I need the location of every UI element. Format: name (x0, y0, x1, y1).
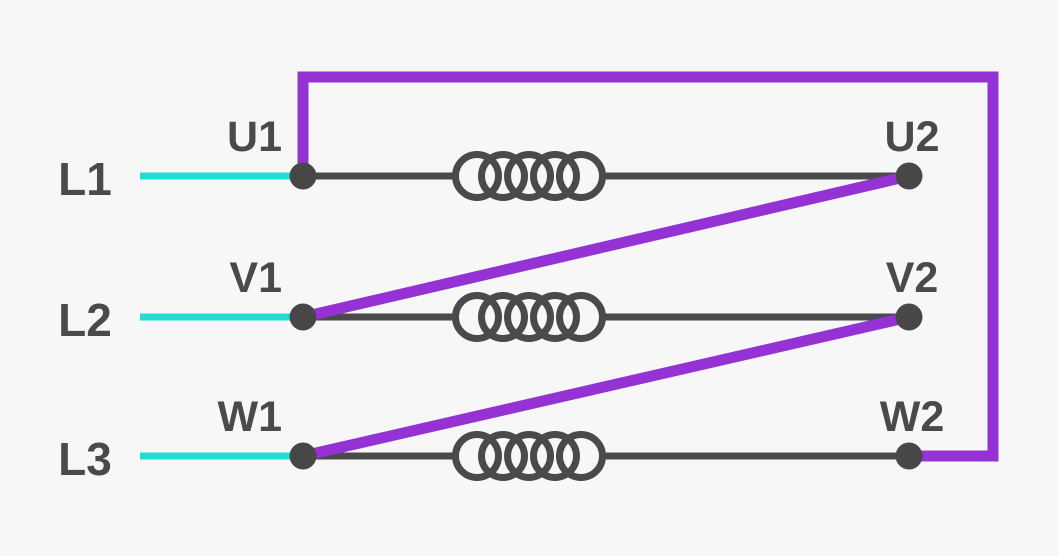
coil-turn-icon (530, 292, 580, 342)
coil-turn-icon (478, 292, 528, 342)
jumper-wire-u2-v1 (301, 170, 911, 323)
jumper-wire-v2-w1 (301, 311, 911, 462)
coil-turn-icon (504, 431, 554, 481)
coil-turn-icon (452, 292, 502, 342)
supply-label-l2: L2 (58, 294, 112, 346)
terminal-label-w1: W1 (218, 393, 283, 441)
terminal-dot-u1 (289, 162, 317, 190)
coil-turn-icon (556, 431, 606, 481)
winding-coil-u (452, 151, 606, 201)
coil-turn-icon (478, 151, 528, 201)
terminal-dot-w1 (289, 442, 317, 470)
winding-coil-v (452, 292, 606, 342)
supply-label-l3: L3 (58, 433, 112, 485)
winding-row-u (140, 151, 909, 201)
supply-label-l1: L1 (58, 153, 112, 205)
winding-coil-w (452, 431, 606, 481)
terminal-label-u2: U2 (885, 113, 940, 161)
terminal-dot-u2 (895, 162, 923, 190)
coil-turn-icon (556, 292, 606, 342)
coil-turn-icon (504, 292, 554, 342)
coil-turn-icon (478, 431, 528, 481)
winding-row-v (140, 292, 909, 342)
coil-turn-icon (556, 151, 606, 201)
coil-turn-icon (530, 151, 580, 201)
coil-turn-icon (452, 151, 502, 201)
terminal-dot-v2 (895, 303, 923, 331)
terminal-dot-w2 (895, 442, 923, 470)
terminal-label-v2: V2 (886, 254, 939, 302)
terminal-label-w2: W2 (880, 393, 945, 441)
terminal-label-v1: V1 (229, 254, 282, 302)
terminal-label-u1: U1 (227, 113, 282, 161)
coil-turn-icon (452, 431, 502, 481)
terminal-dot-v1 (289, 303, 317, 331)
winding-row-w (140, 431, 909, 481)
jumper-wire-u1-w2 (297, 71, 999, 462)
coil-turn-icon (530, 431, 580, 481)
coil-turn-icon (504, 151, 554, 201)
